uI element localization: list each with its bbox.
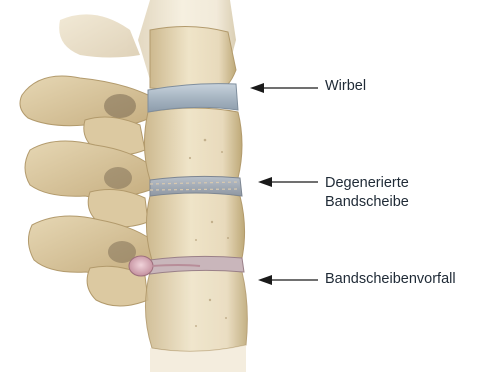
arrow-left-icon: [258, 177, 318, 187]
label-vertebra: Wirbel: [325, 77, 366, 96]
arrow-left-icon: [258, 275, 318, 285]
healthy-disc: [148, 84, 238, 112]
label-degenerated-disc-line1: Degenerierte: [325, 174, 409, 193]
vertebral-bodies: [144, 26, 247, 372]
label-degenerated-disc-line2: Bandscheibe: [325, 193, 409, 212]
degenerated-disc: [150, 176, 242, 196]
arrow-left-icon: [250, 83, 318, 93]
herniation-bulge: [129, 256, 153, 276]
label-herniated-disc: Bandscheibenvorfall: [325, 270, 456, 289]
